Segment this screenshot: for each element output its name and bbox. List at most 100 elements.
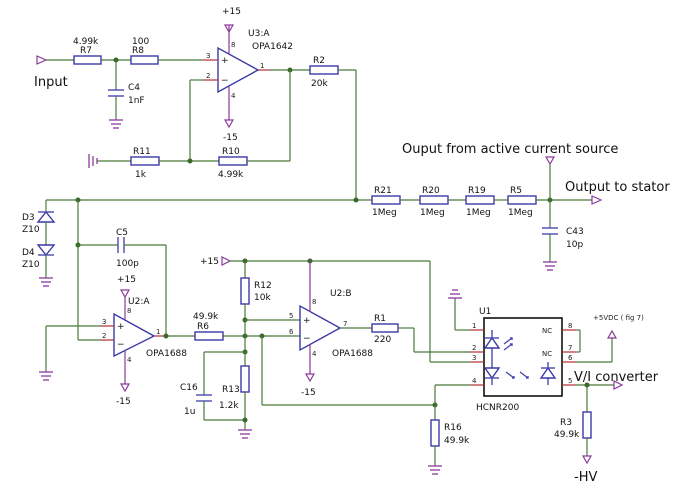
svg-text:−: − — [303, 334, 311, 344]
c43-ref: C43 — [566, 227, 584, 237]
neg-hv-flag — [581, 455, 593, 465]
r13-ref: R13 — [222, 385, 240, 395]
svg-text:+: + — [117, 322, 125, 332]
stator-output-flag — [591, 195, 603, 205]
r5-value: 1Meg — [508, 208, 533, 218]
r20-ref: R20 — [422, 186, 440, 196]
svg-text:4: 4 — [472, 377, 477, 385]
r10-body — [218, 156, 248, 166]
r11-body — [130, 156, 160, 166]
svg-text:4: 4 — [127, 356, 132, 364]
r12-ref: R12 — [254, 281, 272, 291]
u3a-opamp — [217, 46, 260, 94]
u2b-opamp — [299, 304, 342, 352]
svg-text:5: 5 — [289, 312, 293, 320]
svg-text:2: 2 — [102, 332, 106, 340]
u2a-ref: U2:A — [128, 297, 150, 307]
svg-text:8: 8 — [568, 322, 572, 330]
r10-value: 4.99k — [218, 170, 244, 180]
rail-pos15-label: +15 — [200, 257, 219, 267]
u1-photodiode-2 — [539, 366, 557, 379]
d4-zener — [36, 244, 56, 257]
neg-hv-label: -HV — [574, 470, 597, 485]
input-port-flag — [36, 55, 48, 65]
ground-symbol — [39, 371, 53, 381]
u3a-value: OPA1642 — [252, 42, 293, 52]
u2b-neg15-label: -15 — [301, 388, 316, 398]
r2-value: 20k — [311, 79, 328, 89]
u1-nc-pin7: NC — [542, 350, 552, 358]
neg15-flag-u2b — [304, 373, 316, 383]
svg-text:7: 7 — [343, 320, 347, 328]
c4-ref: C4 — [128, 83, 140, 93]
svg-text:8: 8 — [127, 307, 131, 315]
active-source-flag — [544, 156, 556, 166]
u2a-neg15-label: -15 — [116, 397, 131, 407]
svg-text:3: 3 — [206, 52, 210, 60]
svg-text:6: 6 — [289, 328, 294, 336]
d4-value: Z10 — [22, 260, 40, 270]
u1-led — [483, 367, 501, 380]
ground-symbol — [543, 261, 557, 271]
svg-text:+: + — [221, 56, 229, 66]
svg-text:+: + — [303, 316, 311, 326]
r11-value: 1k — [135, 170, 147, 180]
pos15-flag-u2a — [119, 289, 131, 299]
u1-ref: U1 — [479, 307, 491, 317]
c43-value: 10p — [566, 240, 583, 250]
neg15-flag-u3 — [223, 119, 235, 129]
r3-ref: R3 — [560, 418, 572, 428]
u3a-ref: U3:A — [248, 29, 270, 39]
r13-value: 1.2k — [219, 401, 239, 411]
r7-body — [73, 55, 102, 65]
svg-text:4: 4 — [231, 92, 236, 100]
u2a-pos15-label: +15 — [117, 275, 136, 285]
svg-text:2: 2 — [206, 72, 210, 80]
r2-body — [309, 65, 339, 75]
r5-ref: R5 — [510, 186, 522, 196]
u1-hcnr200-body — [483, 317, 563, 397]
r6-value: 49.9k — [193, 312, 219, 322]
r7-ref: R7 — [80, 46, 92, 56]
svg-text:−: − — [221, 76, 229, 86]
vi-converter-label: V/I converter — [574, 370, 659, 385]
r8-body — [130, 55, 159, 65]
r5-body — [507, 195, 537, 205]
r7-value: 4.99k — [73, 37, 99, 47]
r2-ref: R2 — [313, 56, 325, 66]
c16-value: 1u — [184, 407, 195, 417]
svg-text:4: 4 — [312, 350, 317, 358]
svg-text:2: 2 — [472, 344, 476, 352]
d3-value: Z10 — [22, 225, 40, 235]
vdc-label: +5VDC ( fig 7) — [593, 314, 644, 322]
r3-value: 49.9k — [554, 430, 580, 440]
vdc-flag — [606, 329, 618, 339]
r8-ref: R8 — [132, 46, 144, 56]
svg-text:1: 1 — [260, 62, 264, 70]
svg-text:8: 8 — [312, 298, 316, 306]
r1-value: 220 — [374, 335, 391, 345]
svg-text:6: 6 — [568, 354, 573, 362]
r16-ref: R16 — [444, 423, 462, 433]
r1-ref: R1 — [374, 314, 386, 324]
r19-value: 1Meg — [466, 208, 491, 218]
u2a-value: OPA1688 — [146, 349, 187, 359]
c5-value: 100p — [116, 259, 139, 269]
u1-photodiode-1 — [483, 336, 501, 349]
r16-body — [430, 419, 440, 447]
r21-body — [371, 195, 401, 205]
ground-symbol — [428, 465, 442, 475]
input-label: Input — [34, 75, 68, 90]
ground-symbol — [39, 277, 53, 287]
r13-body — [240, 365, 250, 393]
u3-pos15-label: +15 — [222, 7, 241, 17]
d3-ref: D3 — [22, 213, 35, 223]
r20-body — [419, 195, 449, 205]
svg-text:3: 3 — [472, 354, 476, 362]
vi-converter-flag — [613, 380, 624, 390]
svg-text:1: 1 — [156, 328, 160, 336]
u1-value: HCNR200 — [476, 403, 519, 413]
pos15-flag-u3 — [223, 24, 235, 34]
r3-body — [582, 411, 592, 439]
